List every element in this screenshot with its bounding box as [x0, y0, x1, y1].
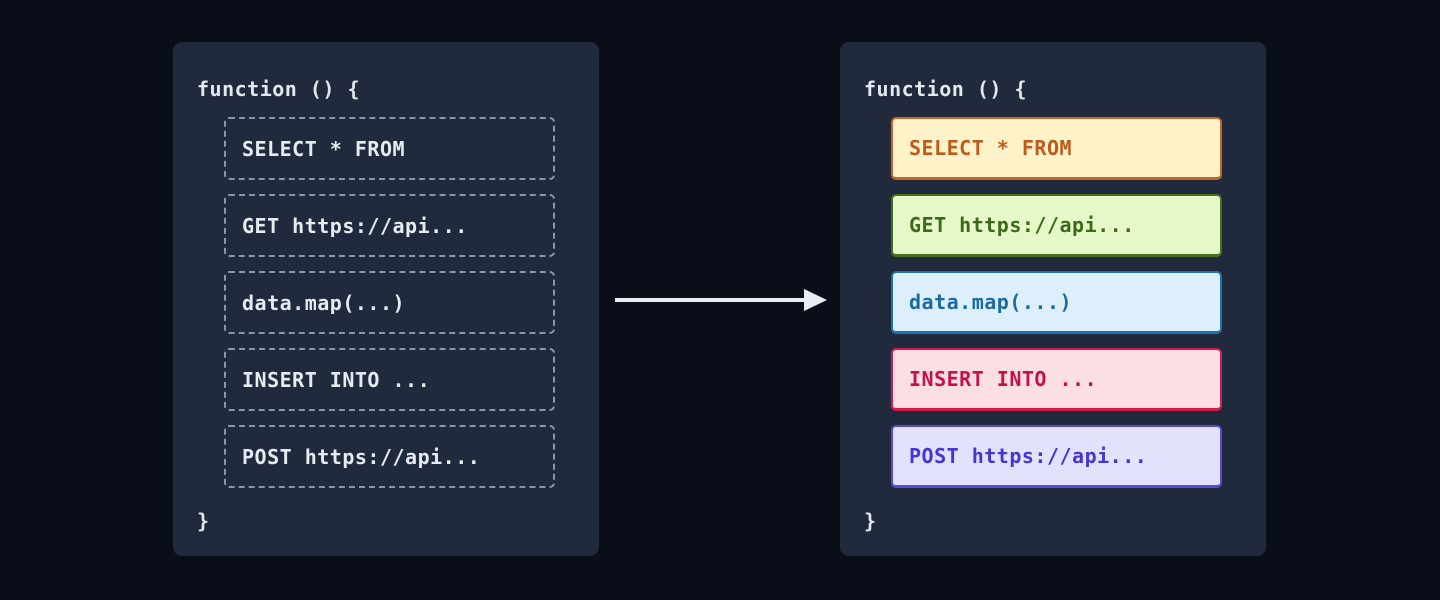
- categorized-statement-js-map: data.map(...): [891, 271, 1222, 334]
- source-statement-sql-insert: INSERT INTO ...: [224, 348, 555, 411]
- function-open-line: function () {: [197, 77, 361, 101]
- categorized-statement-http-post: POST https://api...: [891, 425, 1222, 488]
- categorized-statement-sql-insert: INSERT INTO ...: [891, 348, 1222, 411]
- source-statement-list: SELECT * FROM GET https://api... data.ma…: [224, 117, 555, 488]
- function-close-brace: }: [197, 509, 210, 533]
- categorized-code-panel: function () { SELECT * FROM GET https://…: [840, 42, 1266, 556]
- categorized-statement-list: SELECT * FROM GET https://api... data.ma…: [891, 117, 1222, 488]
- function-open-line: function () {: [864, 77, 1028, 101]
- categorized-statement-sql-select: SELECT * FROM: [891, 117, 1222, 180]
- categorized-statement-http-get: GET https://api...: [891, 194, 1222, 257]
- source-statement-http-post: POST https://api...: [224, 425, 555, 488]
- source-statement-http-get: GET https://api...: [224, 194, 555, 257]
- source-statement-js-map: data.map(...): [224, 271, 555, 334]
- source-statement-sql-select: SELECT * FROM: [224, 117, 555, 180]
- source-code-panel: function () { SELECT * FROM GET https://…: [173, 42, 599, 556]
- function-close-brace: }: [864, 509, 877, 533]
- transform-arrow-icon: [608, 284, 832, 316]
